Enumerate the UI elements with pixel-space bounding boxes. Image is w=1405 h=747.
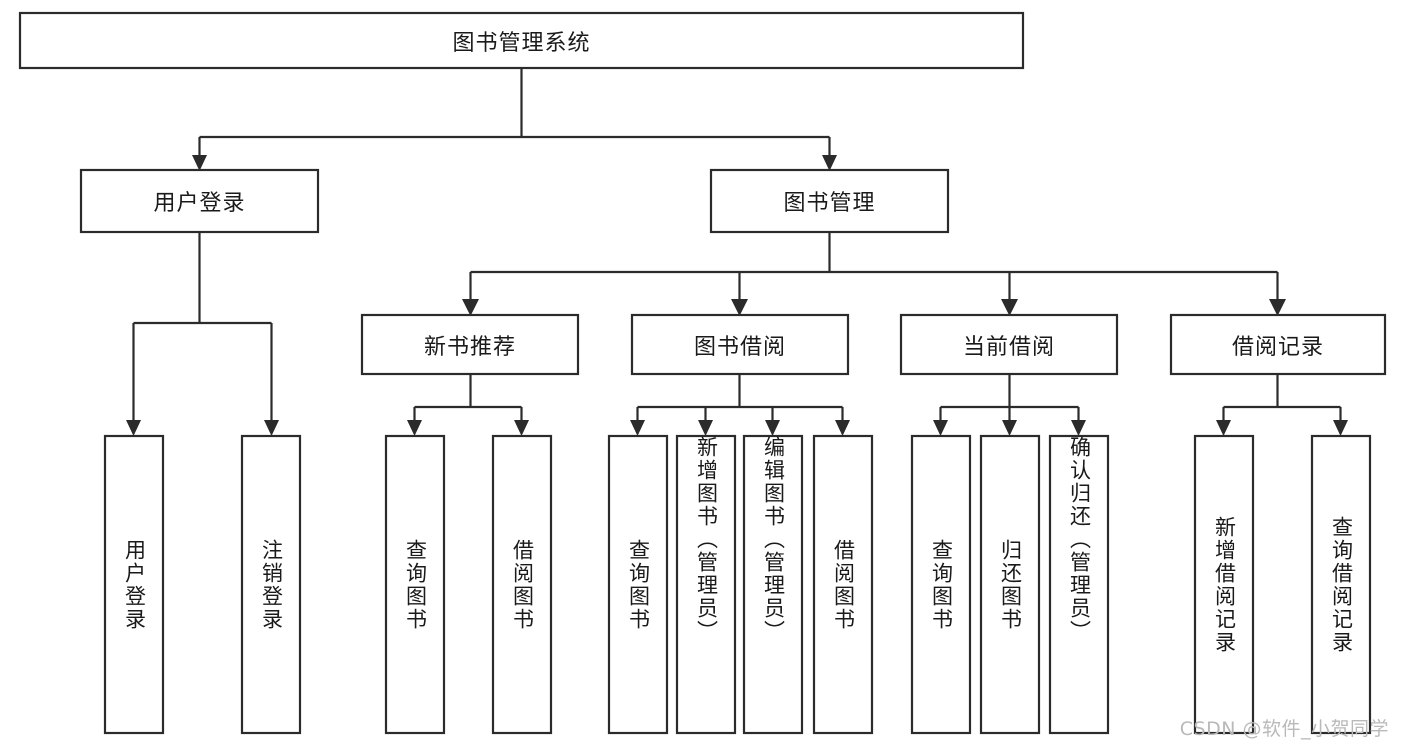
- leaf-box-query-record[interactable]: [1310, 434, 1372, 735]
- node-user-login[interactable]: [79, 168, 320, 234]
- leaf-box-borrow-book-1[interactable]: [491, 434, 553, 735]
- leaf-box-query-book-2[interactable]: [607, 434, 669, 735]
- node-root[interactable]: [18, 11, 1025, 70]
- leaf-box-query-book-1[interactable]: [384, 434, 446, 735]
- leaf-box-confirm-return[interactable]: [1048, 434, 1110, 735]
- connector-borrowrecord-to-leaves: [1216, 374, 1348, 436]
- node-current-borrow[interactable]: [899, 313, 1119, 376]
- connector-root-to-level2: [192, 68, 837, 171]
- leaf-box-query-book-3[interactable]: [910, 434, 972, 735]
- leaf-box-borrow-book-2[interactable]: [812, 434, 874, 735]
- leaf-box-logout-login[interactable]: [240, 434, 302, 735]
- connector-bookmgmt-to-level3: [462, 232, 1286, 316]
- leaf-box-return-book[interactable]: [979, 434, 1041, 735]
- connector-bookborrow-to-leaves: [630, 374, 850, 436]
- leaf-box-edit-book[interactable]: [742, 434, 804, 735]
- leaf-box-user-login[interactable]: [103, 434, 165, 735]
- node-borrow-record[interactable]: [1169, 313, 1387, 376]
- node-book-management[interactable]: [709, 168, 950, 234]
- connector-currentborrow-to-leaves: [933, 374, 1086, 436]
- leaf-box-add-book[interactable]: [675, 434, 737, 735]
- node-book-borrow[interactable]: [630, 313, 850, 376]
- connector-newbook-to-leaves: [407, 374, 529, 436]
- connector-userlogin-to-leaves: [126, 232, 279, 436]
- leaf-box-add-record[interactable]: [1193, 434, 1255, 735]
- node-new-book-recommend[interactable]: [360, 313, 580, 376]
